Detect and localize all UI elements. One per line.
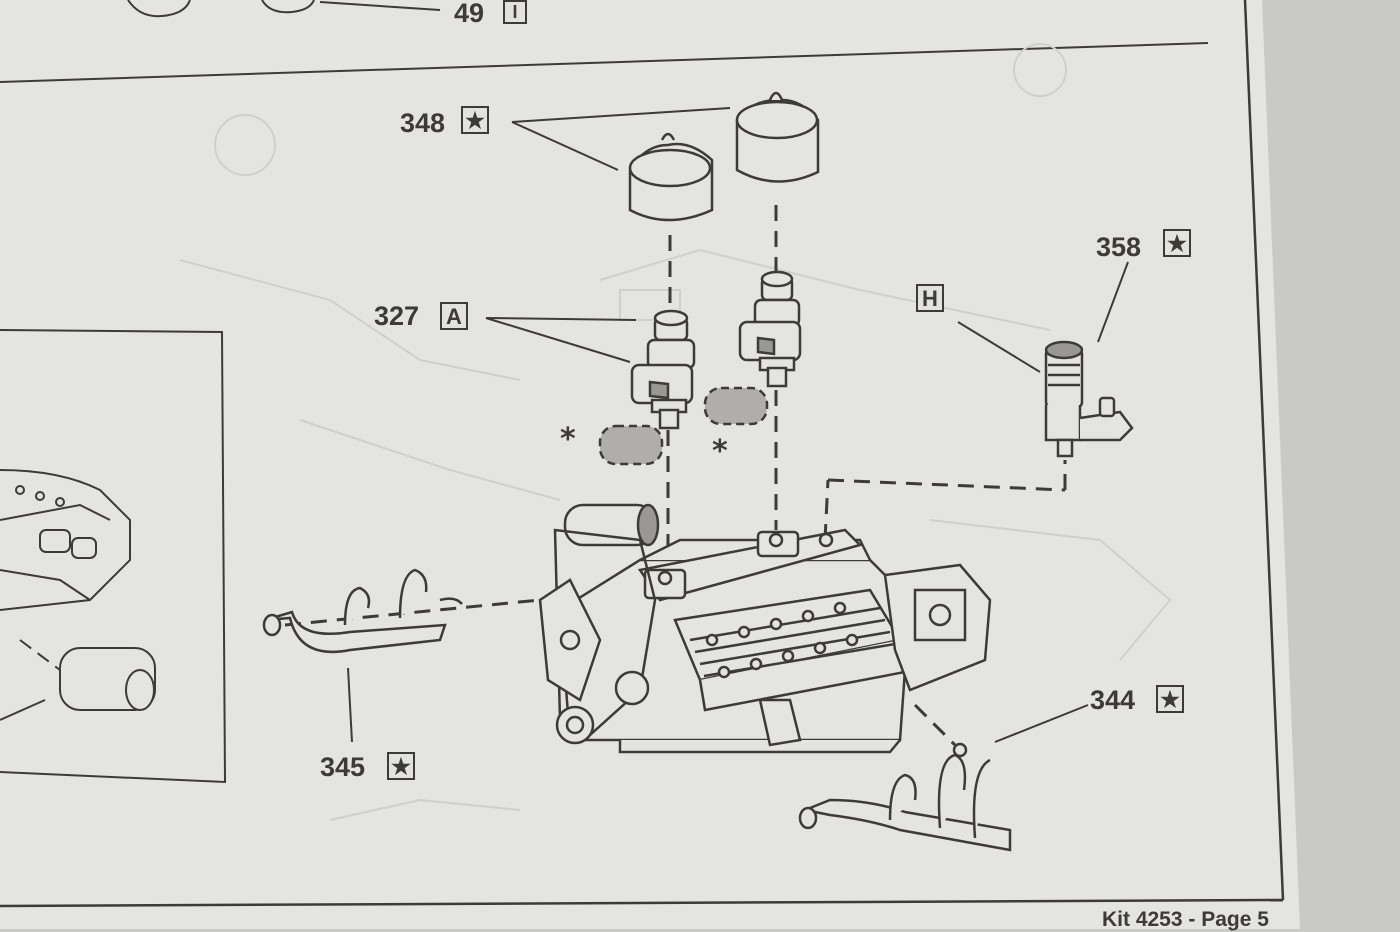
badge-327: A — [440, 302, 468, 330]
part-number-345: 345 — [320, 752, 366, 782]
inset-detail — [0, 329, 227, 784]
page-bottom-border — [0, 898, 1284, 908]
badge-H: H — [916, 284, 944, 312]
page-footer: Kit 4253 - Page 5 — [1102, 908, 1269, 931]
leaders-327 — [485, 317, 637, 363]
alignment-dashes — [284, 205, 1067, 747]
leader-344 — [994, 704, 1089, 743]
exhaust-345 — [262, 568, 463, 654]
engine-block — [538, 503, 992, 754]
part-number-344: 344 — [1090, 685, 1136, 715]
asterisk-right: * — [712, 434, 728, 469]
section-divider — [0, 42, 1209, 83]
previous-step-parts — [127, 0, 441, 18]
cap-348-right — [735, 91, 820, 183]
part-number-358: 358 — [1096, 232, 1142, 262]
badge-344: ★ — [1156, 685, 1184, 713]
leaders-358-H — [957, 261, 1129, 373]
leaders-348 — [511, 107, 731, 171]
part-number-348: 348 — [400, 108, 446, 138]
badge-358: ★ — [1163, 229, 1191, 257]
carburetor-327-left — [630, 309, 696, 430]
exhaust-344 — [798, 742, 1012, 852]
ghost-printthrough — [179, 43, 1172, 821]
gaskets — [598, 386, 769, 466]
asterisk-left: * — [560, 422, 576, 457]
leader-345 — [347, 667, 353, 743]
badge-49: I — [503, 0, 527, 24]
carburetor-327-right — [738, 270, 802, 388]
part-number-49: 49 — [454, 0, 485, 28]
badge-348: ★ — [461, 106, 489, 134]
part-number-327: 327 — [374, 301, 420, 331]
page-right-border — [1243, 0, 1285, 901]
badge-345: ★ — [387, 752, 415, 780]
part-358 — [1044, 340, 1134, 458]
cap-348-left — [628, 132, 714, 222]
